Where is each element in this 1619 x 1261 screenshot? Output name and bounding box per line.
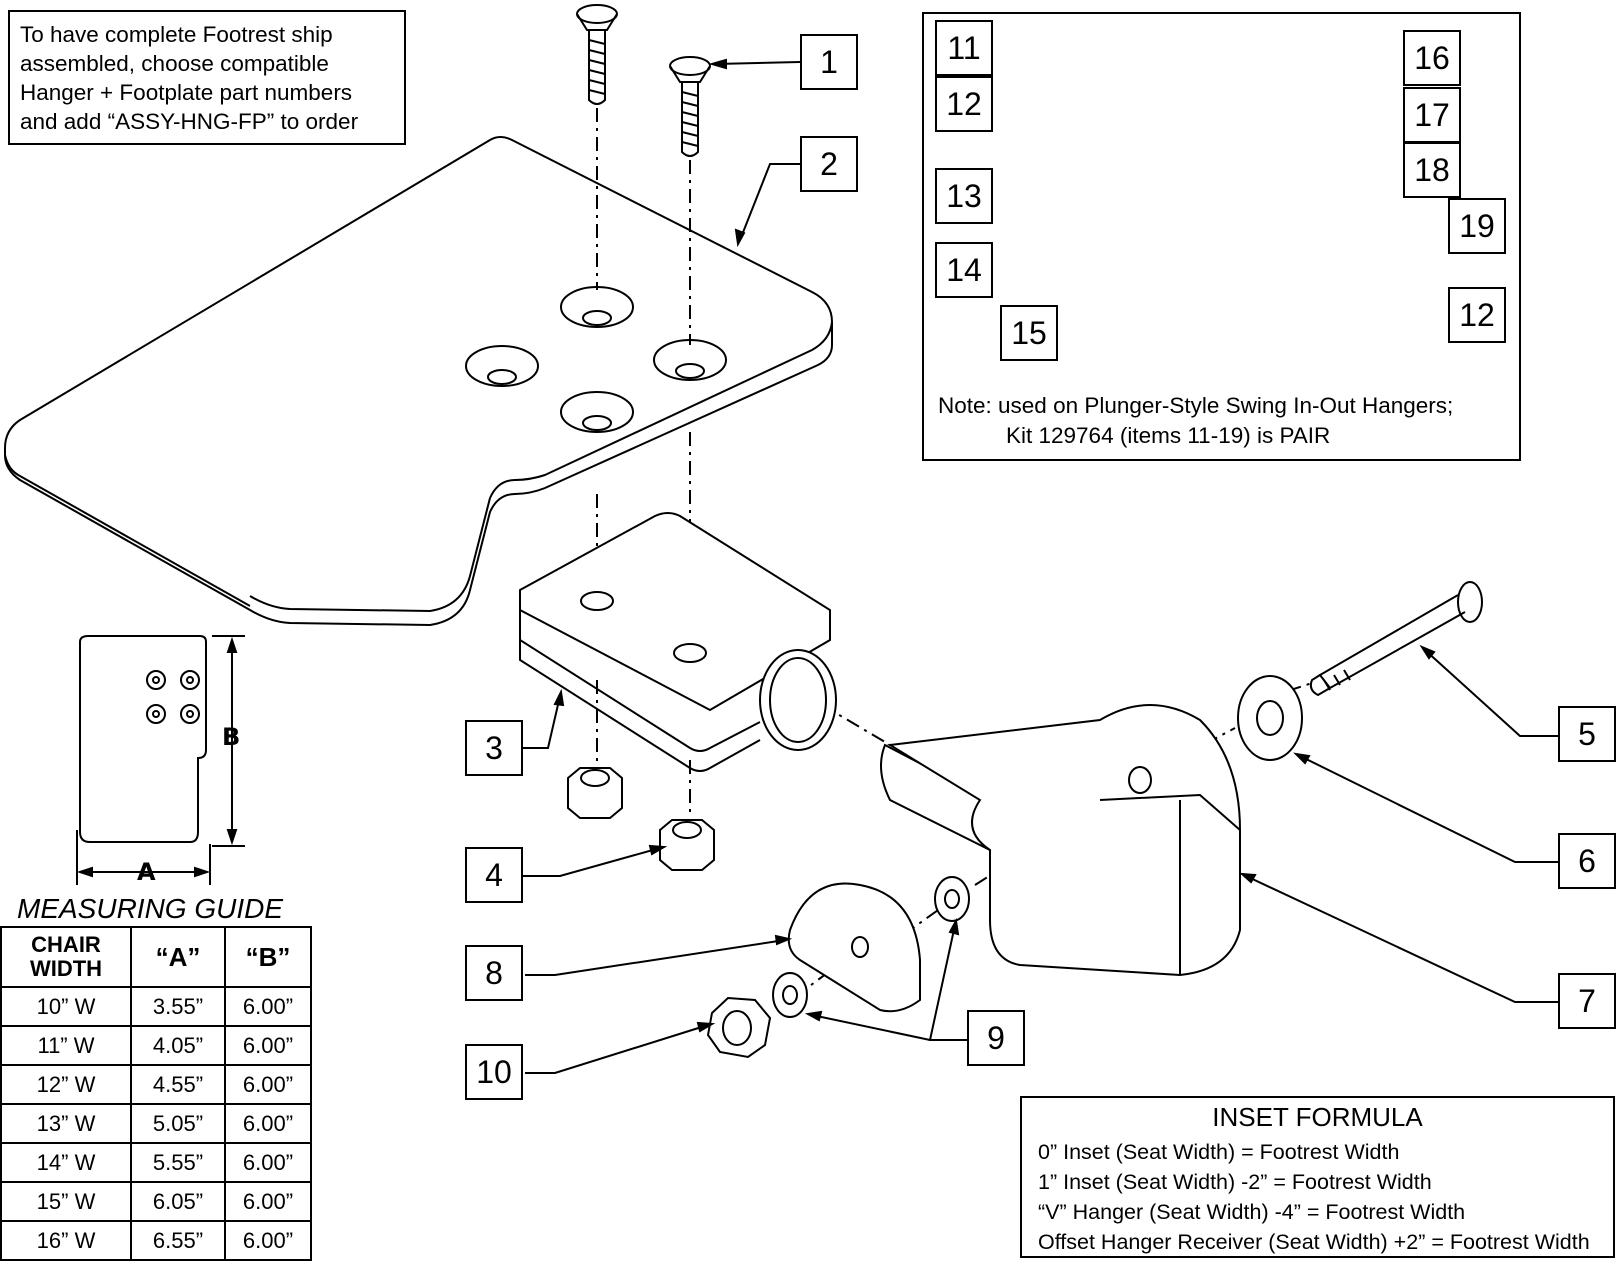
cell-b: 6.00” <box>224 1103 312 1144</box>
assembly-note-line-4: and add “ASSY-HNG-FP” to order <box>20 109 359 134</box>
long-bolt <box>1309 581 1483 697</box>
cell-width: 11” W <box>0 1025 132 1066</box>
table-header-row: CHAIR WIDTH “A” “B” <box>0 926 312 988</box>
inset-formula-box: INSET FORMULA 0” Inset (Seat Width) = Fo… <box>1020 1096 1615 1258</box>
cell-width: 15” W <box>0 1181 132 1222</box>
cell-b: 6.00” <box>224 1064 312 1105</box>
callout-4: 4 <box>465 847 523 903</box>
callout-1: 1 <box>800 34 858 90</box>
cell-a: 6.05” <box>130 1181 226 1222</box>
kit-inset: Note: used on Plunger-Style Swing In-Out… <box>922 12 1521 461</box>
inset-formula-line-2: 1” Inset (Seat Width) -2” = Footrest Wid… <box>1038 1170 1432 1194</box>
dim-label-a: A <box>137 858 156 886</box>
cell-a: 3.55” <box>130 986 226 1027</box>
cell-a: 4.55” <box>130 1064 226 1105</box>
callout-7: 7 <box>1558 973 1616 1029</box>
table-row: 15” W 6.05” 6.00” <box>0 1181 312 1222</box>
cell-b: 6.00” <box>224 986 312 1027</box>
cell-b: 6.00” <box>224 1025 312 1066</box>
table-row: 16” W 6.55” 6.00” <box>0 1220 312 1261</box>
callout-19: 19 <box>1448 198 1506 254</box>
callout-15: 15 <box>1000 305 1058 361</box>
kit-note-line-2: Kit 129764 (items 11-19) is PAIR <box>1006 423 1331 448</box>
table-row: 10” W 3.55” 6.00” <box>0 986 312 1027</box>
callout-2: 2 <box>800 136 858 192</box>
table-row: 12” W 4.55” 6.00” <box>0 1064 312 1105</box>
callout-13: 13 <box>935 168 993 224</box>
nuts <box>567 767 715 871</box>
cell-b: 6.00” <box>224 1181 312 1222</box>
cell-a: 5.55” <box>130 1142 226 1183</box>
dim-label-b: B <box>222 723 241 751</box>
callout-10: 10 <box>465 1044 523 1100</box>
washer-large <box>1237 675 1303 761</box>
inset-formula-line-1: 0” Inset (Seat Width) = Footrest Width <box>1038 1140 1400 1164</box>
inset-formula-line-4: Offset Hanger Receiver (Seat Width) +2” … <box>1038 1230 1590 1254</box>
measuring-guide-table: CHAIR WIDTH “A” “B” 10” W 3.55” 6.00” 11… <box>0 926 312 1261</box>
assembly-note-line-1: To have complete Footrest ship <box>20 22 333 47</box>
inset-formula-line-3: “V” Hanger (Seat Width) -4” = Footrest W… <box>1038 1200 1466 1224</box>
callout-9: 9 <box>967 1010 1025 1066</box>
hanger-bracket <box>880 704 1241 977</box>
table-row: 11” W 4.05” 6.00” <box>0 1025 312 1066</box>
cell-width: 12” W <box>0 1064 132 1105</box>
cell-a: 5.05” <box>130 1103 226 1144</box>
callout-18: 18 <box>1403 142 1461 198</box>
callout-5: 5 <box>1558 706 1616 762</box>
cell-width: 16” W <box>0 1220 132 1261</box>
header-a: “A” <box>130 926 226 988</box>
header-b: “B” <box>224 926 312 988</box>
callout-12b: 12 <box>1448 287 1506 343</box>
cam-block <box>787 882 921 1013</box>
callout-17: 17 <box>1403 87 1461 143</box>
assembly-note: To have complete Footrest ship assembled… <box>8 10 406 145</box>
measuring-profile <box>76 635 245 885</box>
callout-16: 16 <box>1403 30 1461 86</box>
screws <box>576 4 711 157</box>
cell-a: 4.05” <box>130 1025 226 1066</box>
callout-6: 6 <box>1558 833 1616 889</box>
callout-8: 8 <box>465 945 523 1001</box>
assembly-note-line-3: Hanger + Footplate part numbers <box>20 80 353 105</box>
inset-formula-title: INSET FORMULA <box>1212 1102 1423 1132</box>
cell-width: 13” W <box>0 1103 132 1144</box>
clamp <box>519 512 837 772</box>
measuring-guide-title: MEASURING GUIDE <box>17 893 284 924</box>
callout-14: 14 <box>935 242 993 298</box>
cell-b: 6.00” <box>224 1142 312 1183</box>
header-chair-width: CHAIR WIDTH <box>0 926 132 988</box>
cell-b: 6.00” <box>224 1220 312 1261</box>
assembly-note-line-2: assembled, choose compatible <box>20 51 329 76</box>
cell-width: 10” W <box>0 986 132 1027</box>
callout-3: 3 <box>465 720 523 776</box>
cell-a: 6.55” <box>130 1220 226 1261</box>
callout-12: 12 <box>935 76 993 132</box>
kit-note-line-1: Note: used on Plunger-Style Swing In-Out… <box>938 393 1454 418</box>
table-row: 13” W 5.05” 6.00” <box>0 1103 312 1144</box>
washer-9a <box>934 876 970 922</box>
table-row: 14” W 5.55” 6.00” <box>0 1142 312 1183</box>
nut-10 <box>706 996 772 1059</box>
cell-width: 14” W <box>0 1142 132 1183</box>
kit-note: Note: used on Plunger-Style Swing In-Out… <box>938 391 1453 451</box>
washer-9b <box>772 972 808 1018</box>
callout-11: 11 <box>935 20 993 76</box>
